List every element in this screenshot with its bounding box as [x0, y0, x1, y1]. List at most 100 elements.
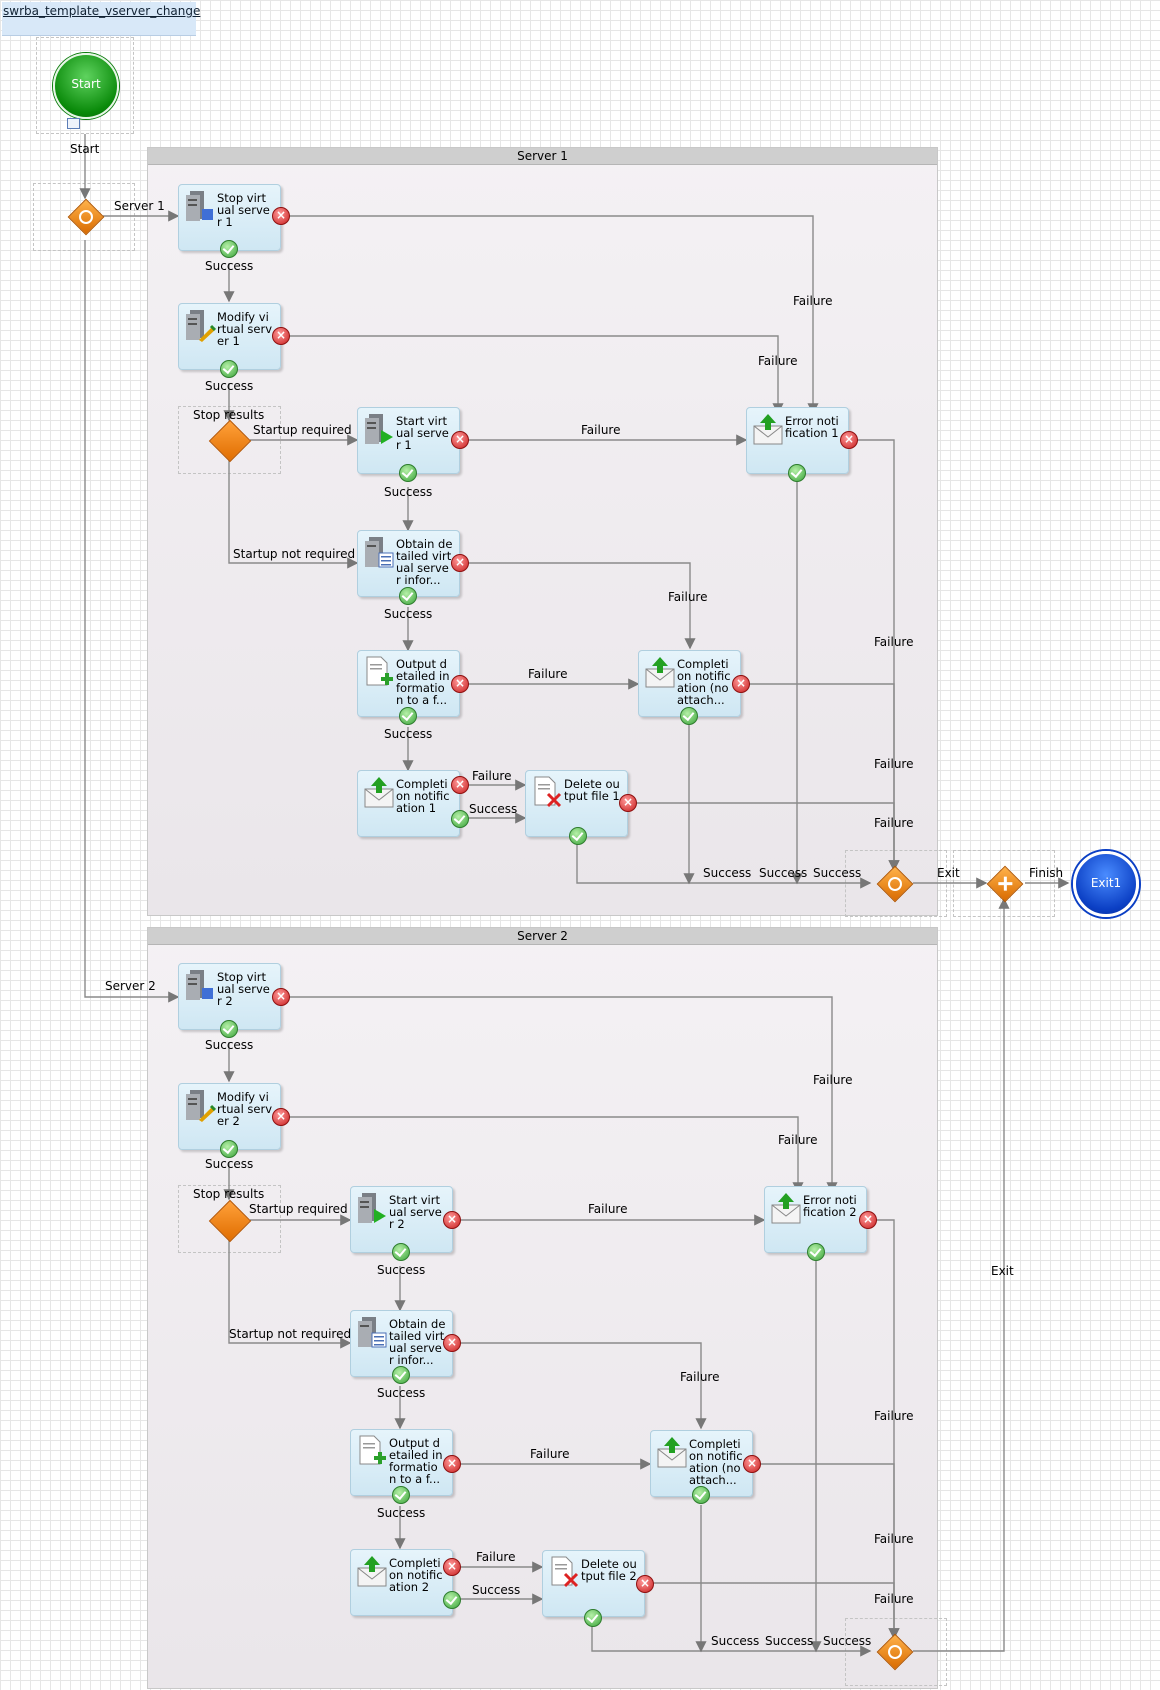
- success-port-icon[interactable]: [443, 1591, 461, 1609]
- failure-port-icon[interactable]: ×: [443, 1558, 461, 1576]
- edge-label: Failure: [874, 1592, 914, 1606]
- branch-node-frame: [33, 183, 135, 251]
- task-output-details-1[interactable]: Output d etailed in formatio n to a f...: [357, 650, 460, 717]
- failure-port-icon[interactable]: ×: [272, 207, 290, 225]
- success-port-icon[interactable]: [807, 1243, 825, 1261]
- mail-send-icon: [657, 1437, 687, 1468]
- failure-port-icon[interactable]: ×: [272, 988, 290, 1006]
- edge-label: Success: [813, 866, 862, 880]
- workflow-title-tab[interactable]: swrba_template_vserver_change: [2, 2, 200, 36]
- failure-port-icon[interactable]: ×: [272, 1108, 290, 1126]
- task-label: Modify vi rtual serv er 2: [217, 1090, 273, 1128]
- edge-label: Failure: [874, 1409, 914, 1423]
- task-label: Obtain de tailed virt ual serve r infor.…: [396, 537, 453, 587]
- edge-label: Failure: [472, 769, 512, 783]
- task-stop-vserver-2[interactable]: Stop virt ual serve r 2: [178, 963, 281, 1030]
- success-port-icon[interactable]: [392, 1366, 410, 1384]
- task-label: Modify vi rtual serv er 1: [217, 310, 273, 348]
- task-modify-vserver-1[interactable]: Modify vi rtual serv er 1: [178, 303, 281, 370]
- failure-port-icon[interactable]: ×: [272, 327, 290, 345]
- task-completion-noattach-1[interactable]: Completi on notific ation (no attach...: [638, 650, 741, 717]
- success-port-icon[interactable]: [569, 827, 587, 845]
- edge-label: Failure: [874, 1532, 914, 1546]
- edge-label: Success: [765, 1634, 814, 1648]
- task-label: Stop virt ual serve r 1: [217, 191, 270, 229]
- success-port-icon[interactable]: [451, 810, 469, 828]
- edge-label: Success: [703, 866, 752, 880]
- failure-port-icon[interactable]: ×: [840, 431, 858, 449]
- edge-label: Failure: [793, 294, 833, 308]
- server-info-icon: [358, 1317, 387, 1348]
- success-port-icon[interactable]: [220, 1020, 238, 1038]
- failure-port-icon[interactable]: ×: [443, 1211, 461, 1229]
- server-edit-icon: [186, 310, 216, 342]
- workflow-title[interactable]: swrba_template_vserver_change: [3, 4, 201, 18]
- failure-port-icon[interactable]: ×: [451, 554, 469, 572]
- task-modify-vserver-2[interactable]: Modify vi rtual serv er 2: [178, 1083, 281, 1150]
- server-edit-icon: [186, 1090, 216, 1122]
- success-port-icon[interactable]: [220, 360, 238, 378]
- success-port-icon[interactable]: [392, 1486, 410, 1504]
- failure-port-icon[interactable]: ×: [636, 1575, 654, 1593]
- start-node-label: Start: [71, 77, 101, 91]
- task-start-vserver-2[interactable]: Start virt ual serve r 2: [350, 1186, 453, 1253]
- failure-port-icon[interactable]: ×: [859, 1211, 877, 1229]
- start-properties-icon[interactable]: [67, 118, 80, 129]
- success-port-icon[interactable]: [692, 1486, 710, 1504]
- edge-label: Success: [205, 259, 254, 273]
- mail-send-icon: [753, 414, 783, 445]
- edge-label: Server 2: [105, 979, 156, 993]
- success-port-icon[interactable]: [392, 1243, 410, 1261]
- success-port-icon[interactable]: [584, 1609, 602, 1627]
- edge-label: Success: [472, 1583, 521, 1597]
- success-port-icon[interactable]: [399, 707, 417, 725]
- mail-send-icon: [364, 777, 394, 808]
- file-add-icon: [366, 656, 393, 686]
- task-error-notification-1[interactable]: Error noti fication 1: [746, 407, 849, 474]
- edge-label: Failure: [778, 1133, 818, 1147]
- task-label: Obtain de tailed virt ual serve r infor.…: [389, 1317, 446, 1367]
- failure-port-icon[interactable]: ×: [451, 431, 469, 449]
- task-delete-output-file-1[interactable]: Delete ou tput file 1: [525, 770, 628, 837]
- file-delete-icon: [534, 776, 562, 808]
- start-caption: Start: [70, 142, 100, 156]
- failure-port-icon[interactable]: ×: [619, 794, 637, 812]
- task-label: Completi on notific ation 1: [396, 777, 450, 815]
- server-stop-icon: [186, 191, 213, 221]
- success-port-icon[interactable]: [399, 587, 417, 605]
- task-completion-notification-2[interactable]: Completi on notific ation 2: [350, 1549, 453, 1616]
- edge-label: Failure: [680, 1370, 720, 1384]
- task-label: Completi on notific ation (no attach...: [677, 657, 731, 707]
- edge-label: Success: [711, 1634, 760, 1648]
- failure-port-icon[interactable]: ×: [451, 776, 469, 794]
- edge-label: Success: [205, 1157, 254, 1171]
- success-port-icon[interactable]: [399, 464, 417, 482]
- task-obtain-details-1[interactable]: Obtain de tailed virt ual serve r infor.…: [357, 530, 460, 597]
- task-output-details-2[interactable]: Output d etailed in formatio n to a f...: [350, 1429, 453, 1496]
- success-port-icon[interactable]: [220, 240, 238, 258]
- task-label: Completi on notific ation 2: [389, 1556, 443, 1594]
- task-delete-output-file-2[interactable]: Delete ou tput file 2: [542, 1550, 645, 1617]
- failure-port-icon[interactable]: ×: [443, 1455, 461, 1473]
- start-node-frame: [36, 37, 134, 134]
- task-start-vserver-1[interactable]: Start virt ual serve r 1: [357, 407, 460, 474]
- success-port-icon[interactable]: [220, 1140, 238, 1158]
- failure-port-icon[interactable]: ×: [743, 1455, 761, 1473]
- success-port-icon[interactable]: [680, 707, 698, 725]
- start-node[interactable]: Start: [53, 53, 119, 119]
- edge-label: Failure: [874, 757, 914, 771]
- exit-node[interactable]: Exit1: [1073, 851, 1139, 917]
- edge-label: Success: [377, 1506, 426, 1520]
- task-completion-notification-1[interactable]: Completi on notific ation 1: [357, 770, 460, 837]
- edge-label: Failure: [528, 667, 568, 681]
- edge-label: Failure: [874, 816, 914, 830]
- edge-label: Failure: [581, 423, 621, 437]
- task-label: Stop virt ual serve r 2: [217, 970, 270, 1008]
- edge-label: Success: [377, 1386, 426, 1400]
- failure-port-icon[interactable]: ×: [732, 675, 750, 693]
- edge-label: Finish: [1029, 866, 1064, 880]
- success-port-icon[interactable]: [788, 464, 806, 482]
- failure-port-icon[interactable]: ×: [451, 675, 469, 693]
- failure-port-icon[interactable]: ×: [443, 1334, 461, 1352]
